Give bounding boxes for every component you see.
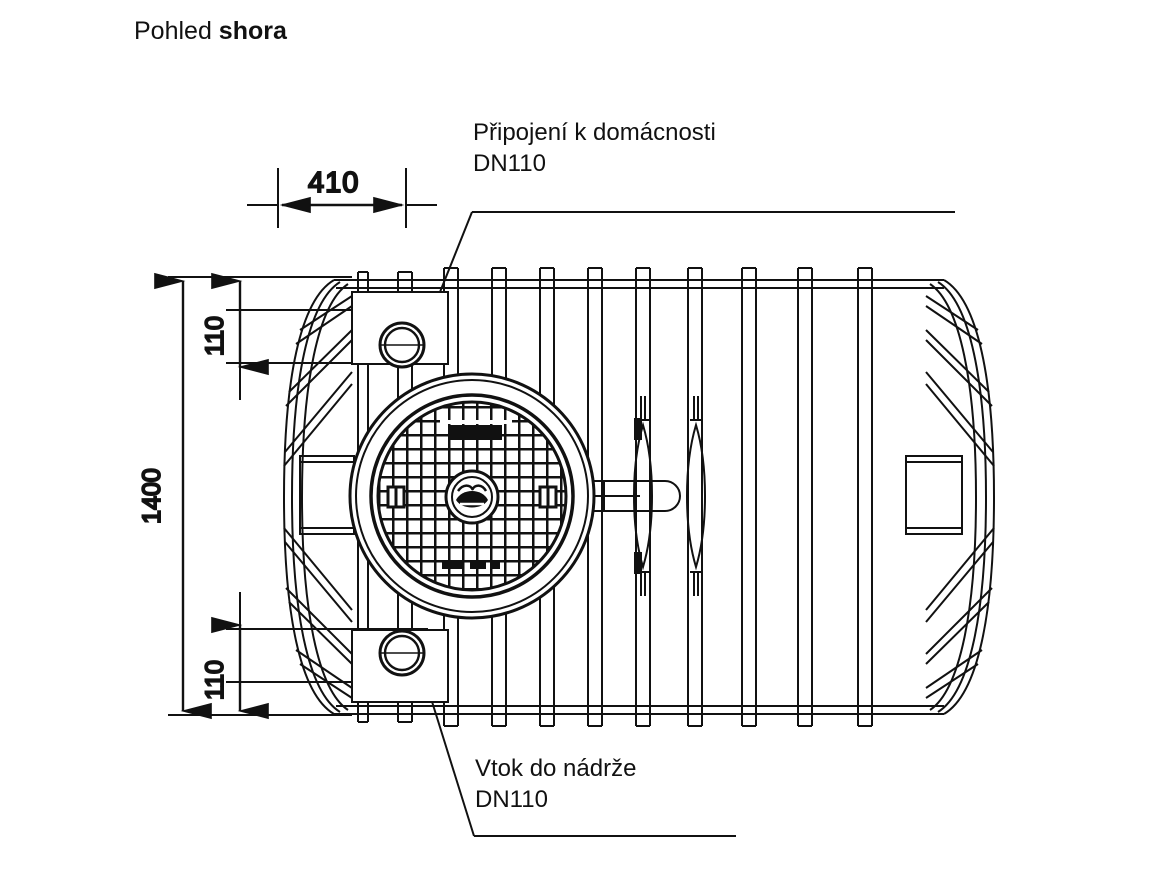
page-title: Pohled shora xyxy=(134,17,287,46)
tank-right-end-cap xyxy=(905,279,996,715)
manhole-cover xyxy=(376,400,568,592)
dimension-110-bottom-value: 110 xyxy=(201,660,229,700)
leader-connection-household xyxy=(439,211,955,293)
tank-assembly xyxy=(282,267,996,727)
page-title-prefix: Pohled xyxy=(134,17,219,45)
callout-tank-inflow-line2: DN110 xyxy=(475,786,548,814)
dimension-410-value: 410 xyxy=(308,167,359,199)
dimension-1400 xyxy=(154,272,352,720)
port-upper-dn110 xyxy=(351,291,449,369)
tank-left-end-cap xyxy=(282,279,355,715)
manhole-cover-emblem xyxy=(444,469,500,525)
leader-tank-inflow xyxy=(423,675,736,837)
tank-stiffeners xyxy=(633,396,706,596)
dimension-110-top-value: 110 xyxy=(201,316,229,356)
callout-tank-inflow-line1: Vtok do nádrže xyxy=(475,755,637,782)
port-lower-dn110 xyxy=(351,629,449,703)
callout-connection-household-line1: Připojení k domácnosti xyxy=(473,119,716,146)
page-title-emphasis: shora xyxy=(218,17,287,45)
dimension-410 xyxy=(247,168,437,228)
dimension-1400-value: 1400 xyxy=(138,468,166,524)
callout-connection-household-line2: DN110 xyxy=(473,150,546,178)
